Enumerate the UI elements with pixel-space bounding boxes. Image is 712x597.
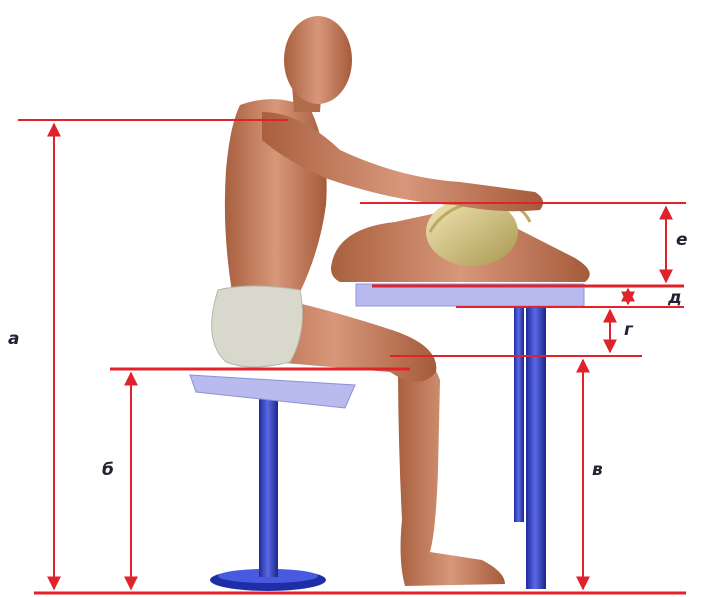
label-v: в: [592, 462, 603, 479]
label-g: г: [624, 322, 633, 339]
therapist-leg: [398, 358, 505, 587]
table-leg-front: [526, 306, 546, 589]
label-b: б: [102, 462, 114, 479]
stool: [190, 375, 355, 591]
label-e: е: [676, 232, 688, 249]
stool-pole: [259, 395, 278, 577]
therapist-head: [284, 16, 352, 104]
therapist-shorts: [212, 286, 303, 367]
client-figure: [331, 198, 590, 282]
label-a: а: [8, 331, 19, 348]
table-leg-back: [514, 306, 524, 522]
label-d: д: [668, 290, 682, 307]
